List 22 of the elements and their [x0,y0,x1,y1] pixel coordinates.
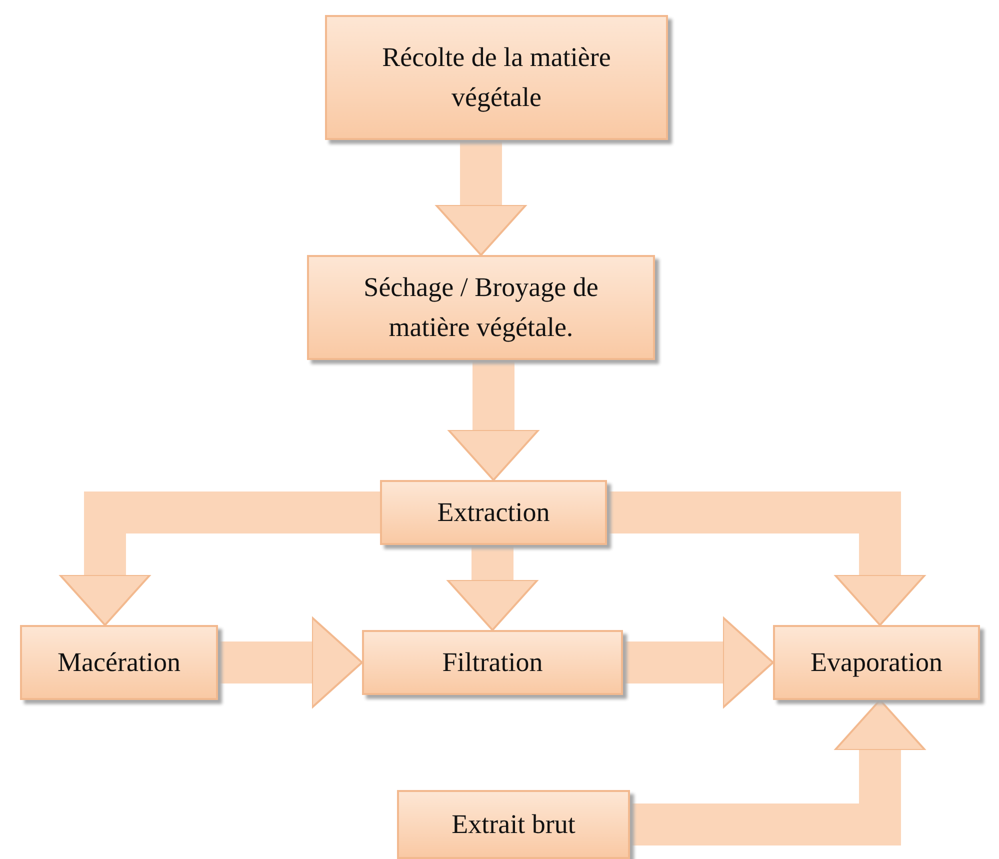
step-label: Récolte de la matière végétale [381,41,612,114]
process-box [362,630,623,695]
block-arrow [435,140,527,256]
step-label: Macération [58,646,180,679]
process-box [397,790,630,859]
step-label: Extrait brut [452,808,576,841]
block-arrow [607,492,926,626]
block-arrow [623,616,774,708]
block-arrow [59,492,380,626]
process-box [325,15,668,140]
block-arrow [446,545,538,631]
step-label: Séchage / Broyage de matière végétale. [362,271,600,344]
process-box [20,625,218,700]
block-arrow [630,699,926,846]
step-label: Extraction [437,496,550,529]
process-box [307,255,655,360]
step-label: Filtration [442,646,543,679]
step-label: Evaporation [810,646,942,679]
process-box [773,625,980,700]
block-arrow [448,360,540,481]
process-box [380,480,607,545]
block-arrow [218,616,363,708]
